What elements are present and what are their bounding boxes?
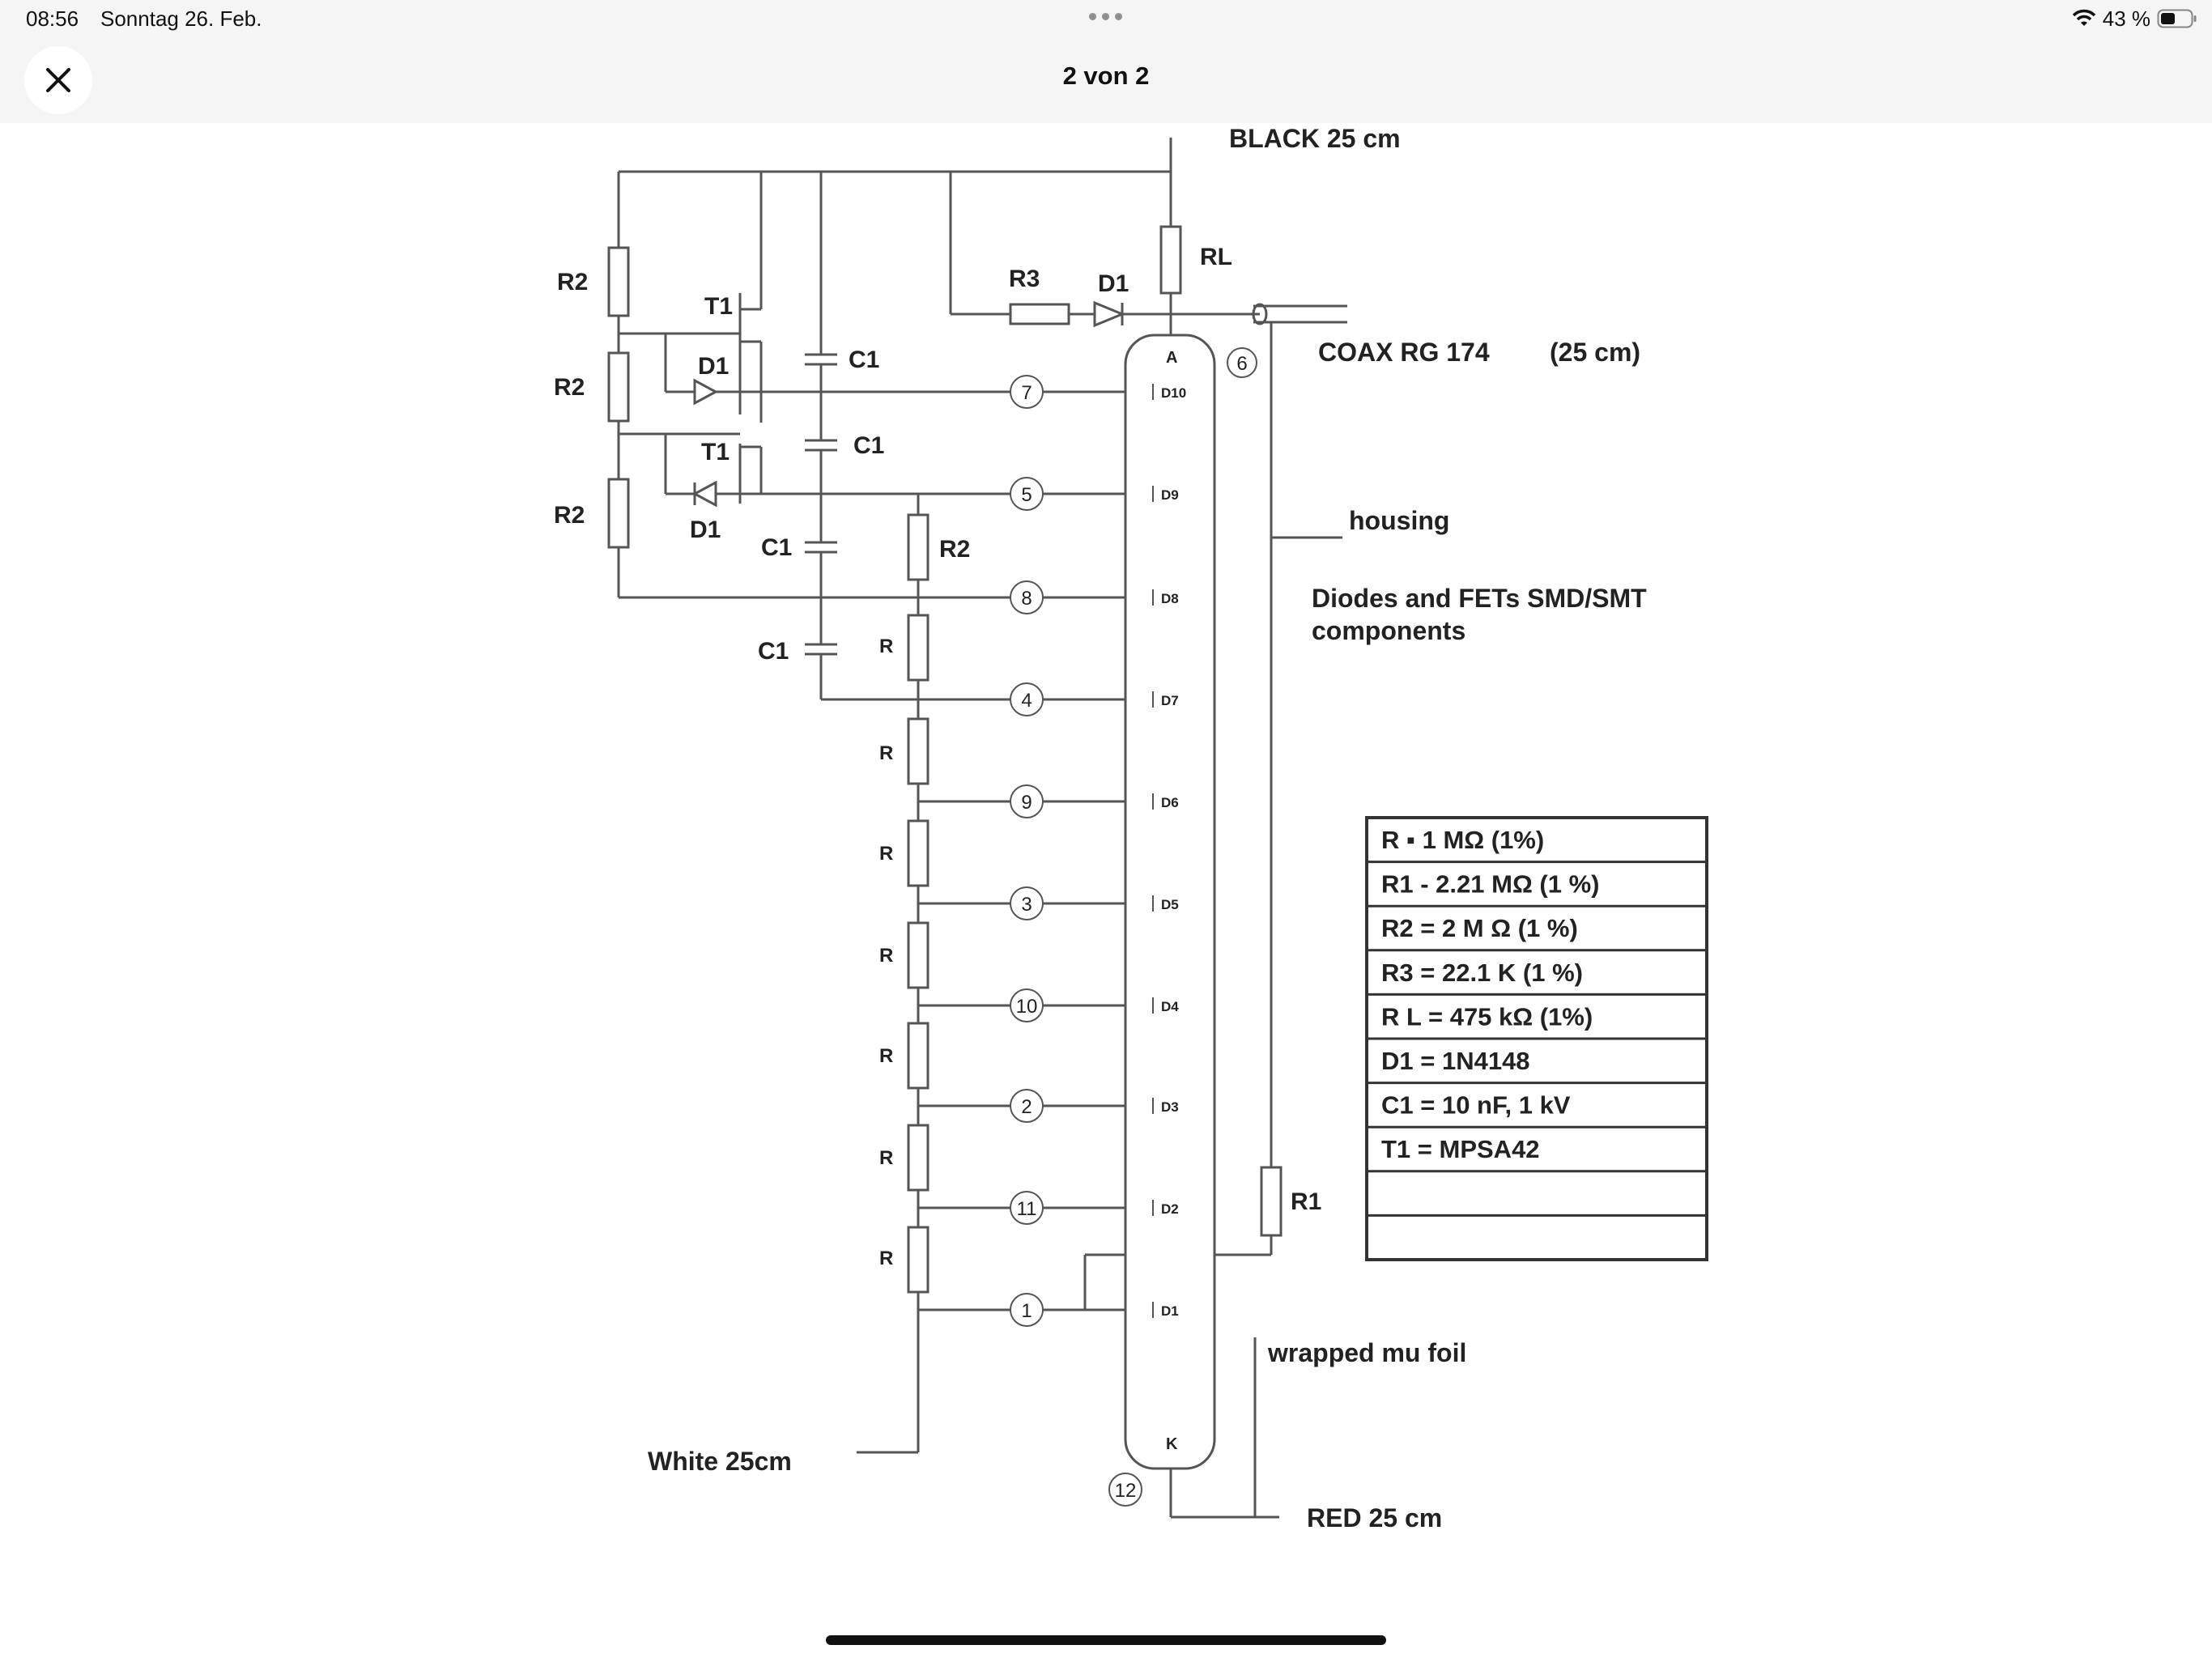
dynode-label: D8 <box>1161 591 1179 606</box>
pin-circle <box>1010 1293 1044 1327</box>
table-row: C1 = 10 nF, 1 kV <box>1381 1091 1571 1120</box>
pin-circle <box>1010 375 1044 409</box>
close-icon <box>46 68 70 92</box>
nav-bar <box>0 39 2212 123</box>
home-indicator[interactable] <box>826 1635 1386 1645</box>
status-right: 43 % <box>2072 5 2197 32</box>
label-r-5: R <box>879 1045 893 1067</box>
label-rl: RL <box>1200 244 1232 270</box>
pin-number: 10 <box>1016 996 1038 1018</box>
label-r2-mid: R2 <box>939 536 970 563</box>
label-r-4: R <box>879 945 893 967</box>
label-r2-1: R2 <box>557 269 588 295</box>
label-mu-foil: wrapped mu foil <box>1267 1338 1466 1367</box>
dynode-label: D7 <box>1161 693 1179 708</box>
component-table: R ▪ 1 MΩ (1%) R1 - 2.21 MΩ (1 %) R2 = 2 M … <box>1365 816 1708 1261</box>
multitasking-dots-icon[interactable] <box>1087 8 1125 24</box>
dynode-label: D6 <box>1161 795 1179 810</box>
label-d1-top: D1 <box>1098 270 1129 297</box>
battery-percent: 43 % <box>2102 6 2150 31</box>
dynode-label: D3 <box>1161 1099 1179 1115</box>
pin-number: 7 <box>1021 382 1032 404</box>
pin-circle <box>1010 1089 1044 1123</box>
label-r3: R3 <box>1009 266 1040 292</box>
label-r-7: R <box>879 1248 893 1269</box>
close-button[interactable] <box>24 46 92 114</box>
pin-circle <box>1010 1191 1044 1225</box>
label-black-lead: BLACK 25 cm <box>1229 124 1401 153</box>
label-housing: housing <box>1349 506 1449 535</box>
label-diodes-1: Diodes and FETs SMD/SMT <box>1312 584 1647 613</box>
pin-circle <box>1010 886 1044 920</box>
status-date: Sonntag 26. Feb. <box>100 6 262 31</box>
pin-number: 9 <box>1021 792 1032 814</box>
pin-circle <box>1010 580 1044 614</box>
table-row: R L = 475 kΩ (1%) <box>1381 1002 1593 1031</box>
label-red-lead: RED 25 cm <box>1307 1503 1442 1532</box>
pin-circle <box>1010 784 1044 818</box>
pin-number: 1 <box>1021 1300 1032 1322</box>
pin-number: 8 <box>1021 588 1032 610</box>
label-diodes-2: components <box>1312 616 1465 645</box>
label-c1-1: C1 <box>849 346 879 373</box>
pin-circle <box>1010 477 1044 511</box>
label-t1-2: T1 <box>701 439 730 465</box>
status-time: 08:56 <box>26 6 79 31</box>
table-row: R2 = 2 M Ω (1 %) <box>1381 914 1578 942</box>
label-white-lead: White 25cm <box>648 1447 792 1476</box>
pin-number: 11 <box>1017 1198 1037 1220</box>
pin-anode: 6 <box>1236 353 1247 375</box>
pin-number: 5 <box>1021 484 1032 506</box>
label-coax: COAX RG 174 <box>1318 338 1490 367</box>
dynode-label: D9 <box>1161 487 1179 503</box>
pin-number: 2 <box>1021 1096 1032 1118</box>
label-cathode: K <box>1166 1435 1178 1453</box>
dynode-label: D2 <box>1161 1201 1179 1217</box>
pin-circle <box>1010 988 1044 1022</box>
label-d1-1: D1 <box>698 353 729 380</box>
label-c1-2: C1 <box>853 432 884 459</box>
label-r-3: R <box>879 843 893 865</box>
pin-circle <box>1010 682 1044 716</box>
table-row: R1 - 2.21 MΩ (1 %) <box>1381 870 1599 899</box>
dynode-label: D5 <box>1161 897 1179 912</box>
pin-cathode: 12 <box>1115 1480 1137 1502</box>
dynode-label: D4 <box>1161 999 1179 1014</box>
label-r1: R1 <box>1291 1188 1321 1215</box>
battery-icon <box>2157 9 2197 28</box>
table-row: D1 = 1N4148 <box>1381 1047 1530 1075</box>
label-c1-4: C1 <box>758 638 789 665</box>
table-row: T1 = MPSA42 <box>1381 1135 1540 1163</box>
image-viewer[interactable]: RL R3 D1 R2 R2 R2 T1 D1 T1 D1 C1 C1 C1 C… <box>0 123 2212 1658</box>
label-r-2: R <box>879 742 893 764</box>
dynode-label: D10 <box>1161 385 1186 401</box>
label-d1-2: D1 <box>690 516 721 543</box>
label-r2-3: R2 <box>554 502 585 529</box>
label-c1-3: C1 <box>761 534 792 561</box>
label-r2-2: R2 <box>554 374 585 401</box>
label-r-1: R <box>879 635 893 657</box>
label-t1-1: T1 <box>704 293 733 320</box>
label-r-6: R <box>879 1147 893 1169</box>
status-bar: 08:56 Sonntag 26. Feb. 43 % <box>0 0 2212 39</box>
label-anode: A <box>1166 349 1177 367</box>
label-coax-length: (25 cm) <box>1550 338 1640 367</box>
page-counter-title: 2 von 2 <box>1062 62 1150 90</box>
pin-number: 3 <box>1021 894 1032 916</box>
dynode-label: D1 <box>1161 1303 1179 1319</box>
tube-pins: 7 D10 5 D9 8 D8 4 D7 9 D6 3 D5 10 D4 2 D3 11 D2 1 D1 <box>1010 375 1186 1327</box>
circuit-schematic: RL R3 D1 R2 R2 R2 T1 D1 T1 D1 C1 C1 C1 C… <box>554 124 1708 1532</box>
wifi-icon <box>2072 9 2095 26</box>
table-row: R ▪ 1 MΩ (1%) <box>1381 826 1544 854</box>
table-row: R3 = 22.1 K (1 %) <box>1381 959 1583 987</box>
pin-number: 4 <box>1021 690 1032 712</box>
